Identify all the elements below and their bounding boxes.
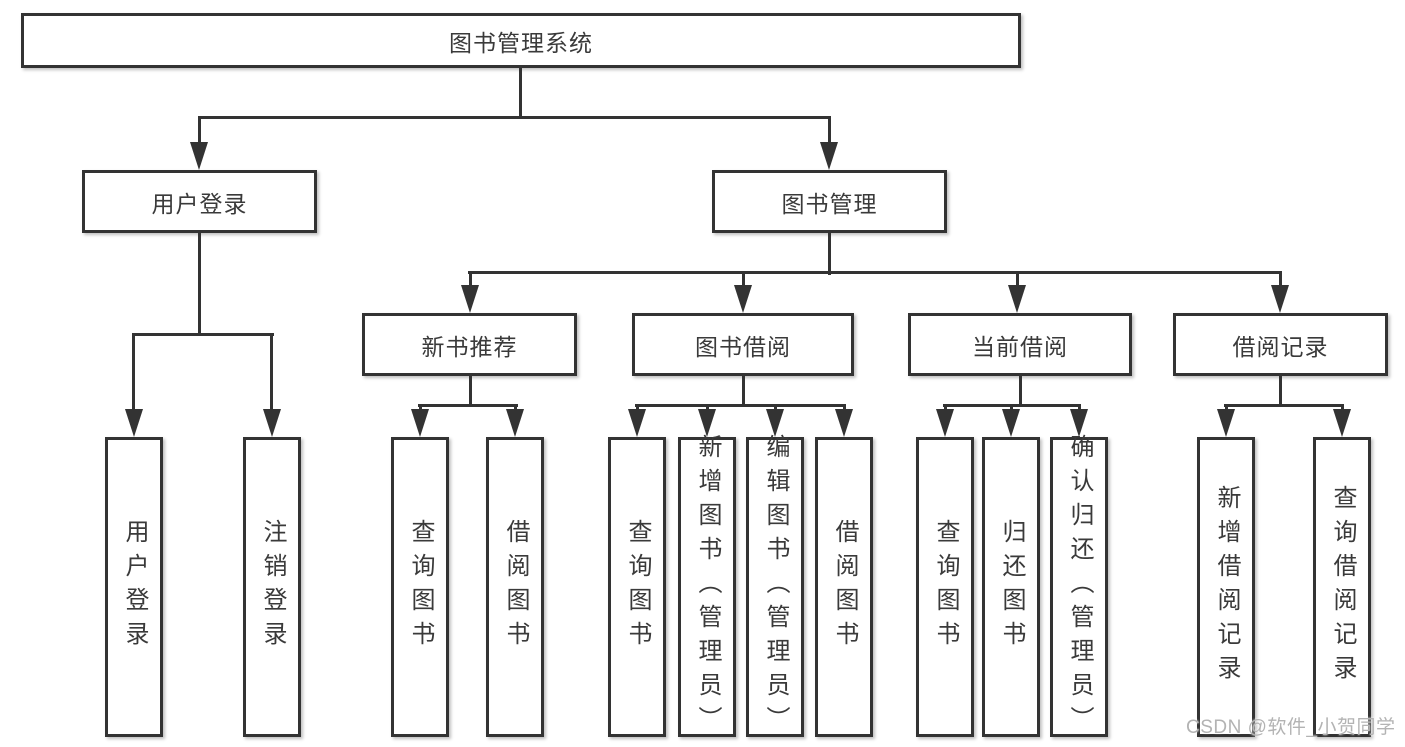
connector-vline xyxy=(742,271,745,289)
connector-vline xyxy=(1010,404,1013,413)
arrow-head xyxy=(506,409,524,437)
node-current-borrow: 当前借阅 xyxy=(908,313,1132,376)
connector-hline xyxy=(1224,404,1344,407)
leaf-add-book-admin: 新增图书（管理员） xyxy=(678,434,736,740)
leaf-query-books-recommend: 查询图书 xyxy=(391,437,449,737)
node-user-login: 用户登录 xyxy=(82,170,317,233)
leaf-add-borrow-record-label: 新增借阅记录 xyxy=(1213,485,1240,689)
leaf-add-borrow-record: 新增借阅记录 xyxy=(1197,437,1255,737)
connector-vline xyxy=(469,271,472,289)
connector-vline xyxy=(1279,271,1282,289)
node-root-label: 图书管理系统 xyxy=(449,29,593,56)
arrow-head xyxy=(628,409,646,437)
arrow-head xyxy=(190,142,208,170)
leaf-borrow-books-label: 借阅图书 xyxy=(831,519,858,655)
node-book-management-label: 图书管理 xyxy=(781,190,878,217)
node-borrow-records: 借阅记录 xyxy=(1173,313,1388,376)
arrow-head xyxy=(1070,409,1088,437)
leaf-confirm-return-admin-label: 确认归还（管理员） xyxy=(1066,434,1093,740)
leaf-add-book-admin-label: 新增图书（管理员） xyxy=(694,434,721,740)
arrow-head xyxy=(411,409,429,437)
leaf-return-books: 归还图书 xyxy=(982,437,1040,737)
connector-vline xyxy=(270,333,273,413)
connector-vline xyxy=(198,233,201,335)
connector-hline xyxy=(635,404,846,407)
arrow-head xyxy=(1271,285,1289,313)
connector-vline xyxy=(742,376,745,407)
connector-vline xyxy=(706,404,709,413)
node-root: 图书管理系统 xyxy=(21,13,1021,68)
connector-vline xyxy=(774,404,777,413)
connector-vline xyxy=(198,116,201,146)
leaf-logout: 注销登录 xyxy=(243,437,301,737)
connector-vline xyxy=(1341,404,1344,413)
node-new-book-recommend-label: 新书推荐 xyxy=(421,333,518,360)
leaf-query-books-borrow: 查询图书 xyxy=(608,437,666,737)
leaf-confirm-return-admin: 确认归还（管理员） xyxy=(1050,434,1108,740)
leaf-query-books-recommend-label: 查询图书 xyxy=(407,519,434,655)
csdn-watermark: CSDN @软件_小贺同学 xyxy=(1186,717,1396,738)
leaf-query-books-borrow-label: 查询图书 xyxy=(624,519,651,655)
connector-vline xyxy=(1016,271,1019,289)
leaf-borrow-books: 借阅图书 xyxy=(815,437,873,737)
arrow-head xyxy=(766,409,784,437)
leaf-query-books-current: 查询图书 xyxy=(916,437,974,737)
leaf-user-login-label: 用户登录 xyxy=(121,519,148,655)
leaf-edit-book-admin: 编辑图书（管理员） xyxy=(746,434,804,740)
arrow-head xyxy=(835,409,853,437)
connector-vline xyxy=(132,333,135,413)
leaf-edit-book-admin-label: 编辑图书（管理员） xyxy=(762,434,789,740)
node-current-borrow-label: 当前借阅 xyxy=(972,333,1068,360)
connector-vline xyxy=(944,404,947,413)
arrow-head xyxy=(125,409,143,437)
arrow-head xyxy=(263,409,281,437)
connector-vline xyxy=(636,404,639,413)
connector-hline xyxy=(418,404,518,407)
leaf-borrow-books-recommend: 借阅图书 xyxy=(486,437,544,737)
connector-vline xyxy=(519,68,522,118)
connector-vline xyxy=(1078,404,1081,413)
arrow-head xyxy=(1333,409,1351,437)
arrow-head xyxy=(734,285,752,313)
connector-vline xyxy=(1019,376,1022,407)
node-borrow-records-label: 借阅记录 xyxy=(1232,333,1329,360)
connector-vline xyxy=(1225,404,1228,413)
leaf-query-borrow-record-label: 查询借阅记录 xyxy=(1329,485,1356,689)
arrow-head xyxy=(461,285,479,313)
arrow-head xyxy=(936,409,954,437)
arrow-head xyxy=(1002,409,1020,437)
leaf-query-books-current-label: 查询图书 xyxy=(932,519,959,655)
connector-hline xyxy=(468,271,1282,274)
connector-vline xyxy=(828,116,831,146)
arrow-head xyxy=(698,409,716,437)
node-user-login-label: 用户登录 xyxy=(151,190,248,217)
leaf-return-books-label: 归还图书 xyxy=(998,519,1025,655)
connector-vline xyxy=(843,404,846,413)
node-book-management: 图书管理 xyxy=(712,170,947,233)
arrow-head xyxy=(820,142,838,170)
connector-vline xyxy=(1279,376,1282,407)
connector-vline xyxy=(514,404,517,413)
connector-vline xyxy=(828,233,831,275)
leaf-borrow-books-recommend-label: 借阅图书 xyxy=(502,519,529,655)
leaf-logout-label: 注销登录 xyxy=(259,519,286,655)
node-book-borrow-label: 图书借阅 xyxy=(695,333,791,360)
node-new-book-recommend: 新书推荐 xyxy=(362,313,577,376)
arrow-head xyxy=(1008,285,1026,313)
leaf-query-borrow-record: 查询借阅记录 xyxy=(1313,437,1371,737)
connector-hline xyxy=(132,333,274,336)
connector-vline xyxy=(419,404,422,413)
connector-vline xyxy=(469,376,472,407)
connector-hline xyxy=(198,116,831,119)
node-book-borrow: 图书借阅 xyxy=(632,313,854,376)
arrow-head xyxy=(1217,409,1235,437)
leaf-user-login: 用户登录 xyxy=(105,437,163,737)
